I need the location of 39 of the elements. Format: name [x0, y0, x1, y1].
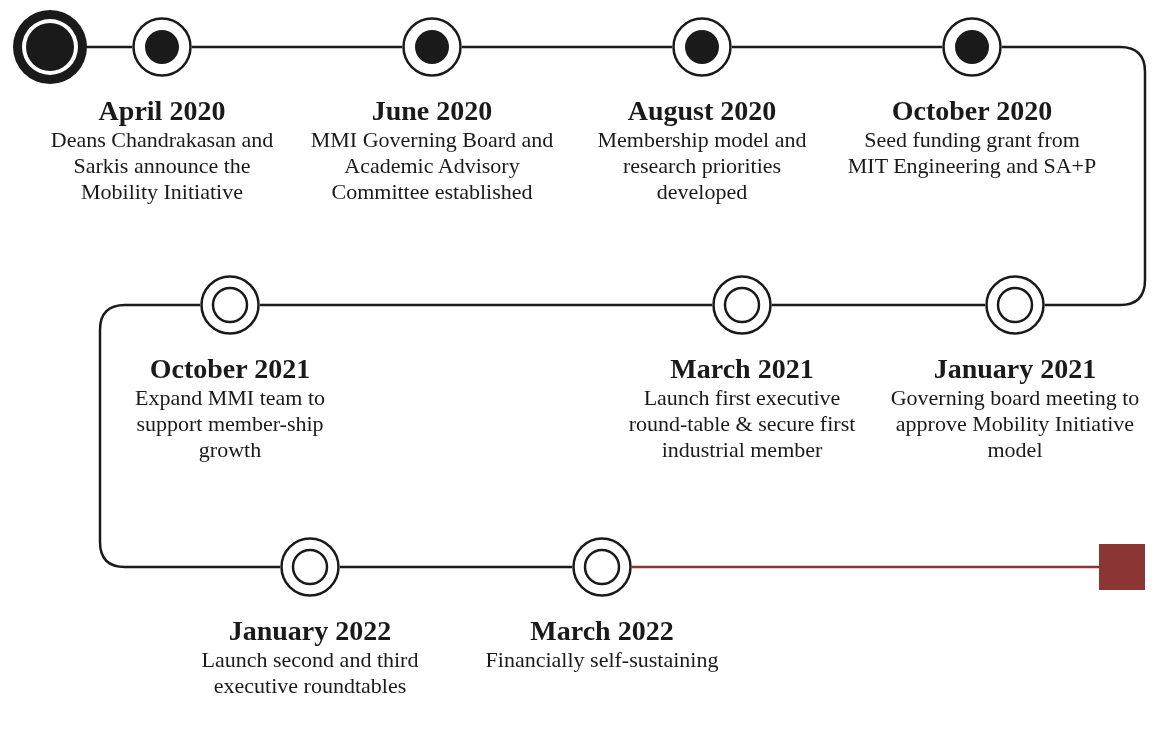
- milestone-marker: [672, 17, 732, 77]
- milestone-date: March 2021: [669, 353, 815, 385]
- milestone-marker: [942, 17, 1002, 77]
- milestone-marker: [985, 275, 1045, 335]
- timeline-line: [772, 303, 985, 307]
- milestone-marker: [572, 537, 632, 597]
- milestone-description: Financially self-sustaining: [484, 647, 720, 673]
- milestone-description: MMI Governing Board and Academic Advisory Committee established: [309, 127, 555, 205]
- timeline-line: [632, 565, 1099, 569]
- milestone-date: January 2021: [932, 353, 1098, 385]
- milestone-date: August 2020: [626, 95, 778, 127]
- milestone-description: Launch first executive round-table & secure first industrial member: [627, 385, 857, 463]
- timeline-line: [462, 45, 672, 49]
- milestone-marker: [132, 17, 192, 77]
- milestone-date: March 2022: [529, 615, 675, 647]
- timeline-line: [260, 303, 712, 307]
- milestone-date: October 2020: [890, 95, 1054, 127]
- timeline-line: [1002, 45, 1147, 307]
- milestone-description: Expand MMI team to support member-ship growth: [134, 385, 326, 463]
- milestone-marker: [280, 537, 340, 597]
- milestone-description: Membership model and research priorities developed: [596, 127, 808, 205]
- milestone-description: Governing board meeting to approve Mobility Initiative model: [890, 385, 1140, 463]
- milestone-date: October 2021: [148, 353, 312, 385]
- milestone-date: April 2020: [97, 95, 227, 127]
- milestone-description: Seed funding grant from MIT Engineering and SA+P: [847, 127, 1097, 179]
- milestone-description: Launch second and third executive roundtables: [200, 647, 420, 699]
- start-circle: [13, 10, 87, 84]
- end-square: [1099, 544, 1145, 590]
- milestone-description: Deans Chandrakasan and Sarkis announce the Mobility Initiative: [49, 127, 275, 205]
- timeline-line: [192, 45, 402, 49]
- milestone-marker: [200, 275, 260, 335]
- timeline-line: [340, 565, 572, 569]
- timeline-line: [87, 45, 132, 49]
- timeline-line: [732, 45, 942, 49]
- milestone-date: January 2022: [227, 615, 393, 647]
- milestone-marker: [712, 275, 772, 335]
- timeline-line: [98, 303, 280, 569]
- milestone-date: June 2020: [370, 95, 494, 127]
- milestone-marker: [402, 17, 462, 77]
